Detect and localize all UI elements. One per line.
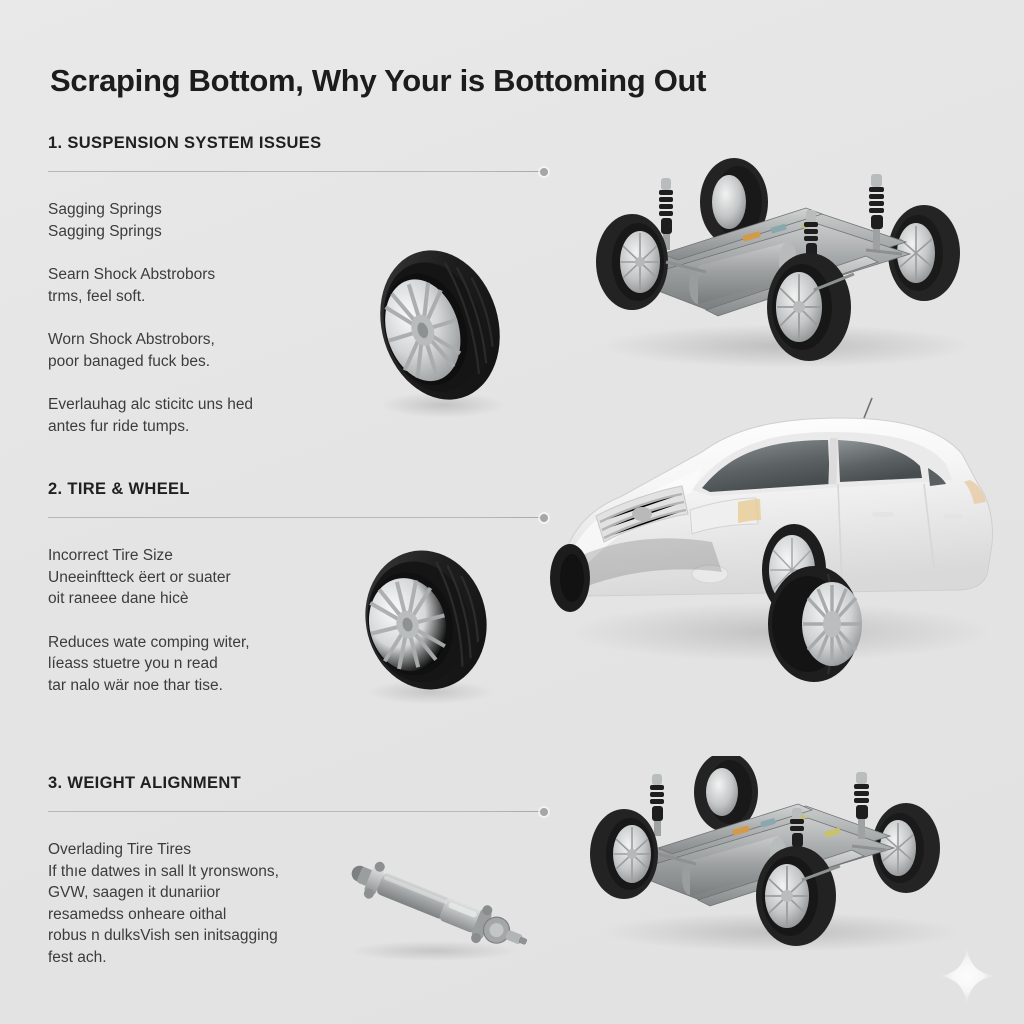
white-sedan-car-render: [542, 392, 1012, 692]
car-chassis-suspension-render: [566, 756, 996, 956]
divider-rule: [48, 811, 542, 812]
section-suspension-system-issues: 1. SUSPENSION SYSTEM ISSUES Sagging Spri…: [48, 134, 548, 437]
divider-end-dot: [540, 167, 548, 176]
body-paragraph: Overlading Tire Tires If thıe datwes in …: [48, 841, 279, 966]
section-divider: [48, 167, 548, 177]
alloy-wheel-tire-render: [355, 237, 525, 422]
body-paragraph: Reduces wate comping witer, líeass stuet…: [48, 633, 250, 694]
driveshaft-render: [330, 845, 535, 965]
section-heading: 2. TIRE & WHEEL: [48, 480, 190, 498]
divider-rule: [48, 517, 542, 518]
body-paragraph: Incorrect Tire Size Uneeinftteck ëert or…: [48, 547, 231, 607]
section-weight-alignment: 3. WEIGHT ALIGNMENT Overlading Tire Tire…: [48, 774, 548, 968]
section-tire-and-wheel: 2. TIRE & WHEEL Incorrect Tire Size Unee…: [48, 480, 548, 696]
body-paragraph: Sagging Springs Sagging Springs: [48, 201, 162, 240]
car-chassis-suspension-render: [566, 150, 1006, 380]
section-heading: 3. WEIGHT ALIGNMENT: [48, 774, 242, 792]
divider-rule: [48, 171, 542, 172]
alloy-wheel-tire-render: [338, 542, 518, 707]
divider-end-dot: [540, 513, 548, 522]
section-heading: 1. SUSPENSION SYSTEM ISSUES: [48, 134, 322, 152]
body-paragraph: Searn Shock Abstrobors trms, feel soft.: [48, 266, 216, 305]
page-title: Scraping Bottom, Why Your is Bottoming O…: [50, 62, 707, 98]
section-divider: [48, 513, 548, 523]
body-paragraph: Everlauhag alc sticitc uns hed antes fur…: [48, 396, 254, 435]
body-paragraph: Worn Shock Abstrobors, poor banaged fuck…: [48, 331, 215, 370]
section-divider: [48, 807, 548, 817]
sparkle-star-watermark: [936, 945, 998, 1007]
divider-end-dot: [540, 807, 548, 816]
